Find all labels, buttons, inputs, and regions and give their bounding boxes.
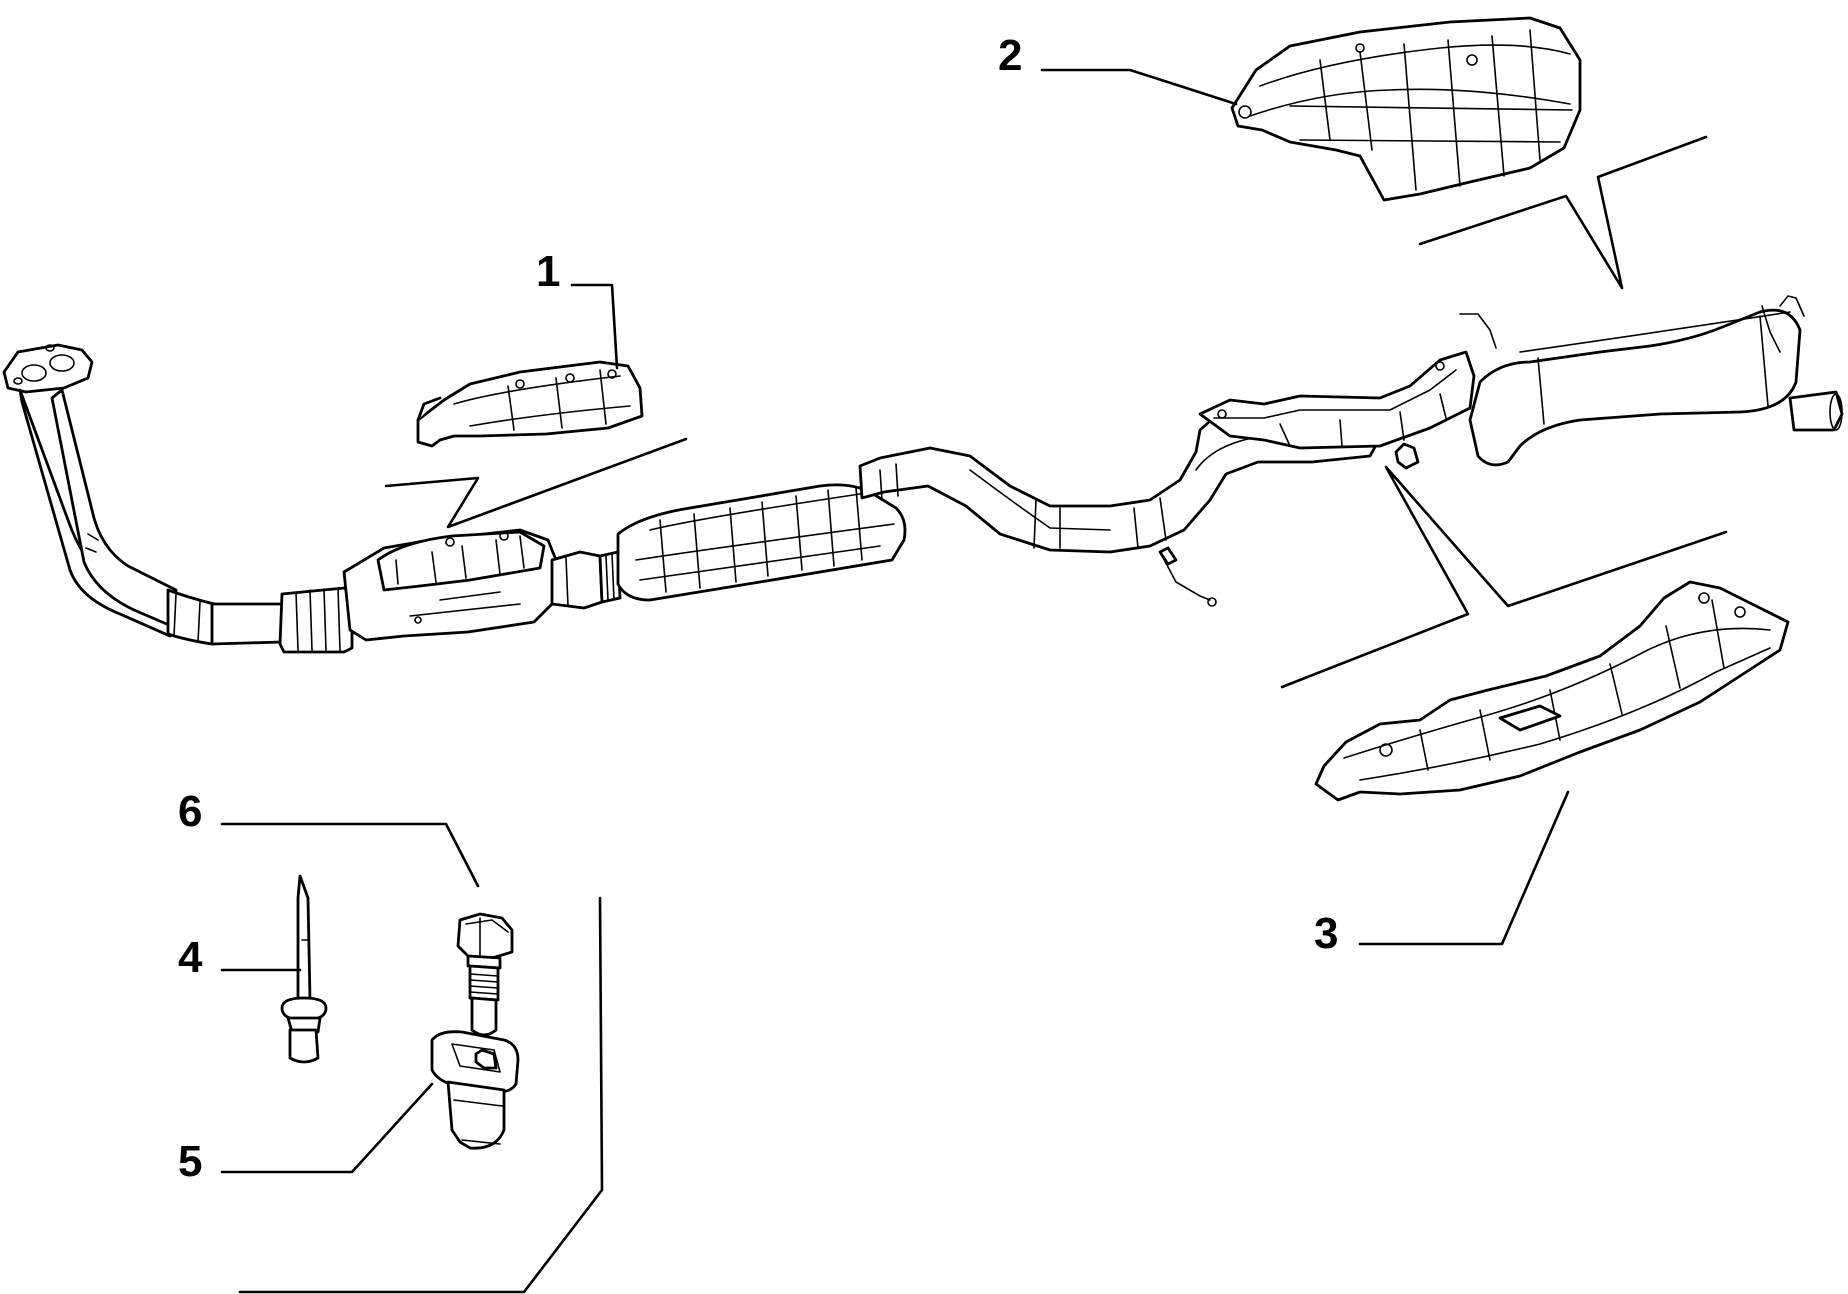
leader-line-1 [570, 283, 619, 370]
leader-line-2 [1040, 68, 1238, 106]
fasteners-group-bracket [238, 896, 604, 1294]
mid-pipe [598, 550, 622, 604]
callout-5: 5 [178, 1137, 202, 1186]
front-flange [2, 343, 94, 394]
callout-labels: 1 2 3 4 5 6 [178, 31, 1338, 1186]
exhaust-system-assembly [2, 295, 1844, 654]
callout-3: 3 [1314, 909, 1338, 958]
location-marker-3 [1280, 465, 1728, 689]
callout-4: 4 [178, 933, 203, 982]
catalytic-converter [342, 528, 604, 642]
rear-heat-shield-mounted [1198, 350, 1476, 470]
middle-silencer [616, 483, 907, 602]
leader-lines [220, 68, 1728, 1294]
part-5-grommet [430, 1030, 520, 1150]
part-3-heat-shield [1314, 580, 1790, 802]
leader-line-6 [220, 822, 480, 888]
callout-1: 1 [536, 247, 560, 296]
part-2-heat-shield [1230, 16, 1582, 202]
rear-pipe [858, 404, 1382, 607]
location-marker-2 [1418, 135, 1708, 290]
downpipe [18, 388, 216, 646]
part-6-bolt [456, 912, 514, 1037]
rear-muffler [1459, 295, 1844, 467]
part-4-rivet [280, 874, 328, 1064]
leader-line-3 [1358, 790, 1570, 946]
leader-line-5 [220, 1082, 434, 1174]
callout-6: 6 [178, 787, 202, 836]
intermediate-pipe [210, 586, 354, 654]
part-1-heat-shield [416, 360, 644, 448]
callout-2: 2 [998, 31, 1022, 80]
location-marker-1 [384, 437, 688, 529]
